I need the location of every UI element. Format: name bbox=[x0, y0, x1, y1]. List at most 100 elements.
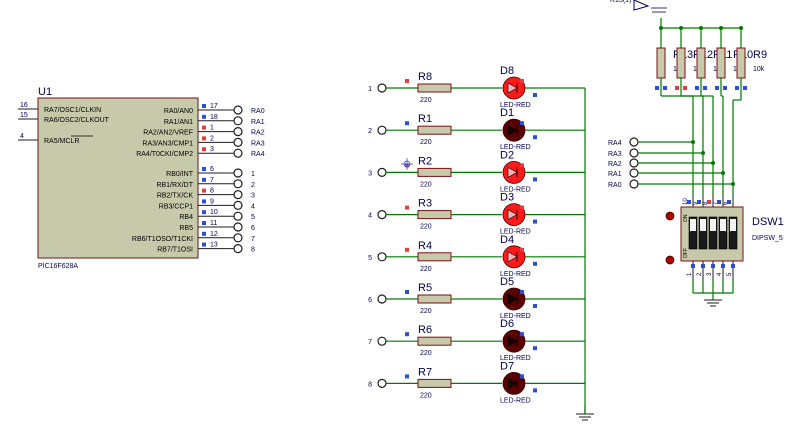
led-row-terminal-8[interactable] bbox=[377, 378, 387, 388]
pin-state-indicator bbox=[405, 247, 409, 252]
mcu-terminal-RA0[interactable] bbox=[233, 105, 243, 115]
pin-state-indicator bbox=[533, 135, 537, 140]
led-symbol bbox=[507, 124, 518, 136]
pin-state-indicator bbox=[202, 231, 206, 236]
mcu-pin-name: RB0/INT bbox=[166, 171, 194, 178]
led-ref: D8 bbox=[500, 65, 514, 77]
dipswitch-pin-number: 3 bbox=[707, 272, 713, 276]
dipswitch-toggle-1[interactable] bbox=[688, 216, 698, 250]
pin-state-indicator bbox=[405, 205, 409, 210]
pin-state-indicator bbox=[655, 86, 659, 90]
dipswitch-pin-number: 10 bbox=[683, 198, 689, 205]
mcu-pin-name: RA6/OSC2/CLKOUT bbox=[44, 117, 110, 124]
mcu-pin-number: 17 bbox=[210, 103, 218, 110]
led-row-terminal-2[interactable] bbox=[377, 125, 387, 135]
resistor-R3 bbox=[417, 210, 452, 220]
dipswitch-ref: DSW1 bbox=[752, 216, 784, 228]
mcu-terminal-1[interactable] bbox=[233, 168, 243, 178]
dipswitch-on-label: ON bbox=[683, 214, 689, 222]
led-row-terminal-4[interactable] bbox=[377, 210, 387, 220]
mcu-terminal-3[interactable] bbox=[233, 190, 243, 200]
dipswitch-toggle-5[interactable] bbox=[728, 216, 738, 250]
mcu-pin-name: RB4 bbox=[179, 214, 193, 221]
mcu-terminal-label: RA1 bbox=[251, 119, 265, 126]
led-row-terminal-6[interactable] bbox=[377, 294, 387, 304]
resistor-R2 bbox=[417, 167, 452, 177]
mcu-ref: U1 bbox=[38, 86, 52, 98]
junction bbox=[719, 26, 723, 30]
pin-state-indicator bbox=[735, 86, 739, 90]
led-symbol bbox=[507, 166, 518, 178]
dipswitch-part-label: DIPSW_5 bbox=[752, 235, 783, 242]
switch-terminal-RA1[interactable] bbox=[629, 168, 639, 178]
mcu-terminal-5[interactable] bbox=[233, 211, 243, 221]
mcu-terminal-RA3[interactable] bbox=[233, 137, 243, 147]
pullup-resistor-R10 bbox=[716, 47, 726, 79]
mcu-terminal-RA2[interactable] bbox=[233, 127, 243, 137]
led-row-terminal-label: 6 bbox=[368, 297, 372, 304]
resistor-ref: R5 bbox=[418, 282, 432, 294]
pin-state-indicator bbox=[707, 200, 711, 204]
junction bbox=[739, 26, 743, 30]
switch-terminal-RA4[interactable] bbox=[629, 137, 639, 147]
dipswitch-toggle-3[interactable] bbox=[708, 216, 718, 250]
dipswitch-lever bbox=[730, 219, 736, 231]
pin-state-indicator bbox=[691, 264, 695, 268]
pin-state-indicator bbox=[697, 200, 701, 204]
led-row-terminal-5[interactable] bbox=[377, 252, 387, 262]
mcu-terminal-label: 5 bbox=[251, 214, 255, 221]
mcu-pin-name: RA1/AN1 bbox=[164, 119, 193, 126]
mcu-pin-name: RB2/TX/CK bbox=[157, 193, 194, 200]
led-row-terminal-label: 2 bbox=[368, 128, 372, 135]
led-row-terminal-1[interactable] bbox=[377, 83, 387, 93]
resistor-R6 bbox=[417, 336, 452, 346]
pin-state-indicator bbox=[520, 205, 524, 210]
led-symbol bbox=[507, 293, 518, 305]
resistor-value: 220 bbox=[420, 97, 432, 104]
pin-state-indicator bbox=[533, 93, 537, 97]
pin-state-indicator bbox=[405, 290, 409, 294]
mcu-terminal-RA4[interactable] bbox=[233, 148, 243, 158]
led-row-terminal-3[interactable] bbox=[377, 167, 387, 177]
dipswitch-toggle-2[interactable] bbox=[698, 216, 708, 250]
pin-state-indicator bbox=[743, 86, 747, 90]
mcu-pin-number: 9 bbox=[210, 198, 214, 205]
led-symbol bbox=[507, 251, 518, 263]
mcu-pin-name: RA4/T0CKI/CMP2 bbox=[136, 151, 193, 158]
led-part-label: LED-RED bbox=[500, 186, 531, 193]
dipswitch-pin-number: 8 bbox=[703, 201, 709, 205]
power-terminal-icon bbox=[633, 0, 650, 11]
mcu-terminal-7[interactable] bbox=[233, 233, 243, 243]
mcu-terminal-2[interactable] bbox=[233, 179, 243, 189]
pin-state-indicator bbox=[721, 264, 725, 268]
mcu-terminal-label: 1 bbox=[251, 171, 255, 178]
led-row-terminal-label: 4 bbox=[368, 213, 372, 220]
pin-state-indicator bbox=[520, 247, 524, 252]
mcu-terminal-RA1[interactable] bbox=[233, 116, 243, 126]
switch-terminal-RA0[interactable] bbox=[629, 179, 639, 189]
resistor-R1 bbox=[417, 125, 452, 135]
mcu-terminal-8[interactable] bbox=[233, 244, 243, 254]
dipswitch-toggle-4[interactable] bbox=[718, 216, 728, 250]
mcu-pin-number: 8 bbox=[210, 188, 214, 195]
pin-state-indicator bbox=[520, 79, 524, 83]
switch-terminal-RA3[interactable] bbox=[629, 148, 639, 158]
mcu-pin-number: 15 bbox=[20, 112, 28, 119]
switch-terminal-RA2[interactable] bbox=[629, 158, 639, 168]
led-row-terminal-label: 5 bbox=[368, 255, 372, 262]
mcu-terminal-label: 4 bbox=[251, 203, 255, 210]
led-row-terminal-label: 1 bbox=[368, 86, 372, 93]
led-ref: D3 bbox=[500, 192, 514, 204]
dipswitch-off-label: OFF bbox=[683, 248, 689, 258]
resistor-value: 220 bbox=[420, 392, 432, 399]
pin-state-indicator bbox=[520, 290, 524, 294]
pullup-value: 10k bbox=[753, 66, 765, 73]
mcu-terminal-4[interactable] bbox=[233, 200, 243, 210]
led-ref: D7 bbox=[500, 360, 514, 372]
dipswitch-pin-number: 9 bbox=[693, 201, 699, 205]
mcu-pin-number: 4 bbox=[20, 133, 24, 140]
pin-state-indicator bbox=[687, 200, 691, 204]
mcu-terminal-6[interactable] bbox=[233, 222, 243, 232]
resistor-ref: R2 bbox=[418, 155, 432, 167]
led-row-terminal-7[interactable] bbox=[377, 336, 387, 346]
